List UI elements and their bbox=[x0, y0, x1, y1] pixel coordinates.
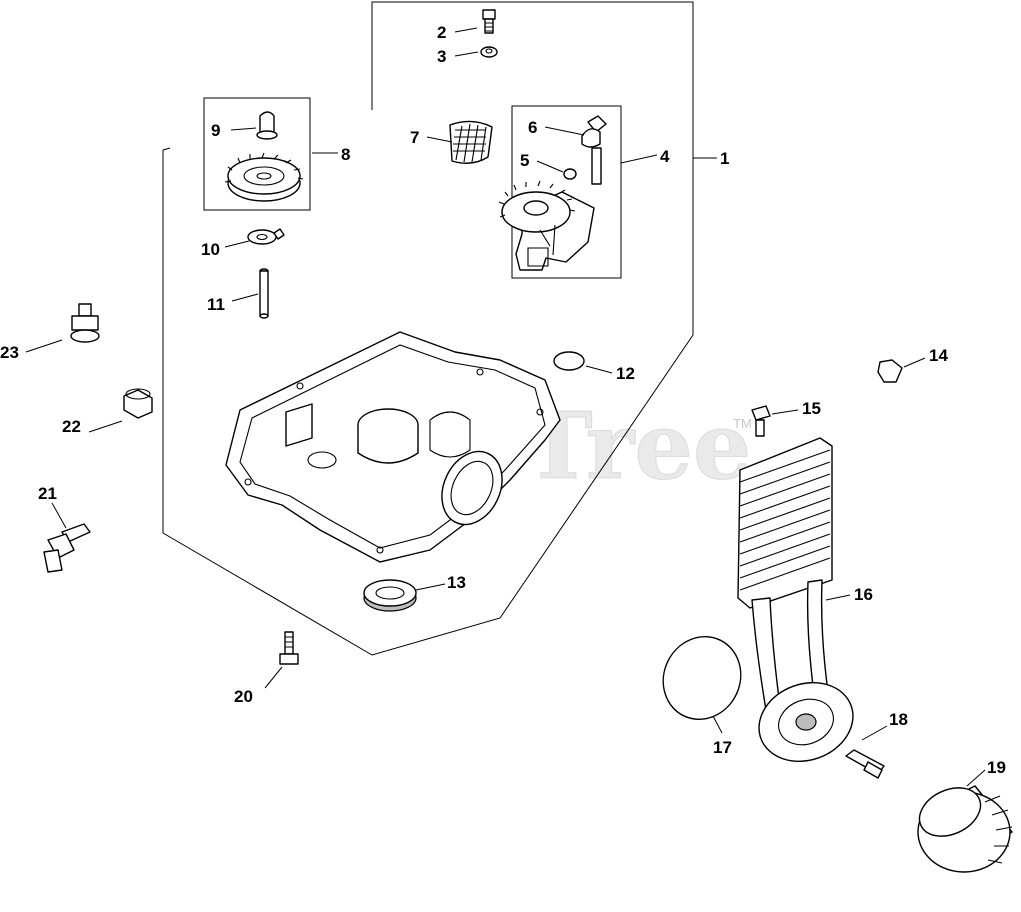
callout-15: 15 bbox=[802, 399, 821, 418]
callout-4: 4 bbox=[660, 147, 670, 166]
oil-pump-part-4[interactable] bbox=[498, 180, 595, 271]
oring-part-12[interactable] bbox=[553, 351, 585, 371]
closure-plate[interactable] bbox=[225, 331, 561, 563]
dowel-part-11[interactable] bbox=[259, 268, 269, 319]
sensor-part-23[interactable] bbox=[70, 303, 100, 343]
callout-7: 7 bbox=[410, 128, 419, 147]
leader-lines bbox=[25, 27, 986, 787]
callout-5: 5 bbox=[520, 151, 529, 170]
callout-11: 11 bbox=[207, 295, 225, 314]
callouts: 1 2 3 4 5 6 7 8 9 10 11 12 13 14 15 16 1… bbox=[0, 23, 1006, 777]
callout-14: 14 bbox=[929, 346, 948, 365]
washer-part-3[interactable] bbox=[480, 46, 498, 58]
oring-part-5[interactable] bbox=[563, 168, 577, 180]
washer-part-10[interactable] bbox=[247, 228, 285, 245]
clip-part-14[interactable] bbox=[877, 359, 903, 383]
outline-tick bbox=[162, 147, 171, 151]
callout-8: 8 bbox=[341, 145, 350, 164]
oil-pump-box bbox=[511, 105, 622, 279]
callout-3: 3 bbox=[437, 47, 446, 66]
callout-12: 12 bbox=[616, 364, 635, 383]
pickup-tube-part-6[interactable] bbox=[581, 115, 607, 185]
oil-cooler-part-16[interactable] bbox=[737, 437, 864, 774]
plug-part-22[interactable] bbox=[123, 388, 153, 419]
callout-16: 16 bbox=[854, 585, 873, 604]
callout-13: 13 bbox=[447, 573, 466, 592]
callout-18: 18 bbox=[889, 710, 908, 729]
oring-part-17[interactable] bbox=[650, 624, 754, 732]
callout-17: 17 bbox=[713, 738, 732, 757]
callout-21: 21 bbox=[38, 484, 57, 503]
callout-19: 19 bbox=[987, 758, 1006, 777]
watermark-trademark: TM bbox=[733, 416, 752, 431]
oil-filter-part-19[interactable] bbox=[912, 779, 1013, 873]
callout-20: 20 bbox=[234, 687, 253, 706]
screw-part-18[interactable] bbox=[845, 749, 885, 779]
gear-part-8[interactable] bbox=[224, 152, 304, 202]
callout-9: 9 bbox=[211, 121, 220, 140]
gear-kit-box bbox=[203, 97, 311, 211]
callout-6: 6 bbox=[528, 118, 537, 137]
callout-22: 22 bbox=[62, 417, 81, 436]
bolt-part-20[interactable] bbox=[279, 631, 299, 665]
assembly-outline bbox=[162, 1, 694, 656]
screw-part-15[interactable] bbox=[751, 405, 771, 437]
callout-1: 1 bbox=[720, 149, 729, 168]
screw-part-2[interactable] bbox=[482, 9, 496, 34]
fitting-part-21[interactable] bbox=[43, 523, 91, 573]
screen-part-7[interactable] bbox=[449, 120, 493, 164]
pin-part-9[interactable] bbox=[256, 111, 278, 140]
callout-23: 23 bbox=[0, 343, 19, 362]
callout-2: 2 bbox=[437, 23, 446, 42]
callout-10: 10 bbox=[201, 240, 220, 259]
seal-part-13[interactable] bbox=[363, 579, 417, 612]
